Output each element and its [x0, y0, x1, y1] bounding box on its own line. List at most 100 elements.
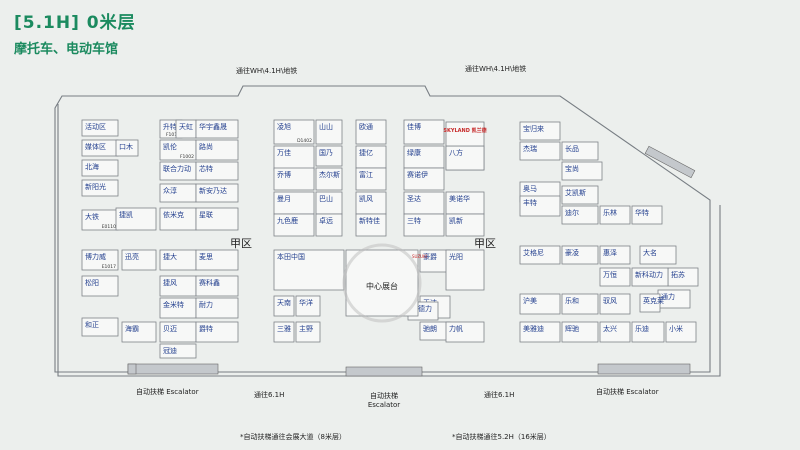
booth-name: 光阳 [449, 252, 463, 261]
booth-name: 辉驰 [565, 324, 579, 333]
suzuki-booth: SUZUKI [412, 254, 427, 259]
booth-name: 豪凌 [565, 248, 579, 257]
booth-name: 口木 [119, 142, 133, 151]
booth: 乐和 [561, 293, 599, 315]
booth: 佳博 [403, 119, 445, 145]
booth-name: 万恒 [603, 270, 617, 279]
center-stage: 中心展台 [342, 243, 422, 323]
booth-name: 依米克 [163, 210, 184, 219]
booth-outline [195, 183, 239, 203]
booth-name: 万佳 [277, 148, 291, 157]
booth-name: 长品 [565, 144, 579, 153]
booth-name: 华特 [635, 208, 649, 217]
booth-name: 活动区 [85, 122, 106, 131]
booth-name: 拓苏 [671, 270, 685, 279]
booth-name: 小米 [669, 324, 683, 333]
booth: 卓远 [315, 213, 343, 237]
booth: 赛诺伊 [403, 167, 445, 191]
booth: 迅亮 [121, 249, 157, 271]
booth: 美诺华 [445, 191, 485, 215]
passage-metro-right: 通往WH\4.1H\地铁 [465, 64, 526, 73]
booth: 依米克 [159, 207, 197, 231]
booth: 众淳 [159, 183, 197, 203]
booth: 凯新 [445, 213, 485, 237]
booth-name: 巴山 [319, 194, 333, 203]
booth-name: 奥马 [523, 184, 537, 193]
passage-metro-left: 通往WH\4.1H\地铁 [236, 66, 297, 75]
booth: 赛科鑫 [195, 275, 239, 297]
booth-outline [315, 145, 343, 167]
booth-name: 卓远 [319, 216, 333, 225]
booth-outline [195, 297, 239, 319]
booth-name: 松阳 [85, 278, 99, 287]
booth-outline [519, 141, 561, 161]
booth-outline [665, 321, 697, 343]
booth: 北海 [81, 159, 119, 177]
booth-name: 耐力 [199, 300, 213, 309]
booth-name: 富江 [359, 170, 373, 179]
booth: 驭风 [599, 293, 631, 315]
booth: 华特 [631, 205, 663, 225]
booth: 辉驰 [561, 321, 599, 343]
booth: 光阳 [445, 249, 485, 291]
booth-name: 国乃 [319, 149, 333, 157]
booth-outline [273, 167, 315, 191]
booth: 拓苏 [667, 267, 699, 287]
booth-outline [403, 119, 445, 145]
hall-outline [54, 85, 711, 373]
booth-name: 杰瑞 [523, 144, 537, 153]
booth-outline [561, 245, 599, 265]
booth-outline [273, 295, 295, 317]
booth: 九色鹿 [273, 213, 315, 237]
booth-outline [445, 249, 485, 291]
booth-name: 和正 [85, 320, 99, 329]
booth: 凯风 [355, 191, 387, 215]
booth: 本田中国 [273, 249, 345, 291]
booth-outline [519, 293, 561, 315]
booth: 海霸 [121, 321, 157, 343]
booth-name: 新科动力 [635, 270, 663, 279]
booth-outline [121, 321, 157, 343]
booth-name: 三特 [407, 216, 421, 225]
booth: 芯特 [195, 161, 239, 181]
booth: 大名 [639, 245, 677, 265]
booth: 驰朗 [419, 321, 451, 341]
booth-outline [355, 119, 387, 145]
booth: 力帆 [445, 321, 485, 343]
booth-group-mid: 凌旭D1402山山欧通佳博凯丝德D1001万佳国乃捷亿绿康八方乔博杰尔斯富江赛诺… [273, 119, 485, 343]
sponsor-booth: SKYLAND 凯兰德 [443, 121, 487, 147]
booth-outline [519, 121, 561, 141]
booth-name: 九色鹿 [277, 216, 298, 225]
booth-name: 佳博 [407, 122, 421, 131]
escalator-label-middle-2: Escalator [368, 401, 400, 409]
booth-name: 杰尔斯 [319, 170, 340, 179]
booth: 宝归来 [519, 121, 561, 141]
booth-name: 宝归来 [523, 124, 544, 133]
booth: 星联 [195, 207, 239, 231]
booth-outline [81, 317, 119, 337]
booth-outline [81, 179, 119, 197]
booth-name: 麦思 [199, 252, 213, 261]
booth-name: 大铁 [85, 212, 99, 221]
booth-outline [195, 207, 239, 231]
booth-name: 路尚 [199, 142, 213, 151]
escalator-left [127, 363, 219, 375]
booth: 新科动力 [631, 267, 669, 287]
booth-name: 迅亮 [125, 252, 139, 261]
booth-name: 惠泽 [603, 248, 617, 257]
booth-name: 冠迪 [163, 346, 177, 355]
booth: 华洋 [295, 295, 321, 317]
booth-name: 太兴 [603, 324, 617, 333]
booth-name: 芯特 [199, 164, 213, 173]
booth-name: 驭风 [603, 297, 617, 305]
booth-name: 乐和 [565, 296, 579, 305]
booth-name: 海霸 [125, 324, 139, 333]
booth-outline [81, 249, 119, 271]
booth-outline [115, 139, 139, 157]
booth: 天虹 [175, 119, 197, 139]
booth-outline [631, 267, 669, 287]
booth-outline [315, 167, 343, 191]
